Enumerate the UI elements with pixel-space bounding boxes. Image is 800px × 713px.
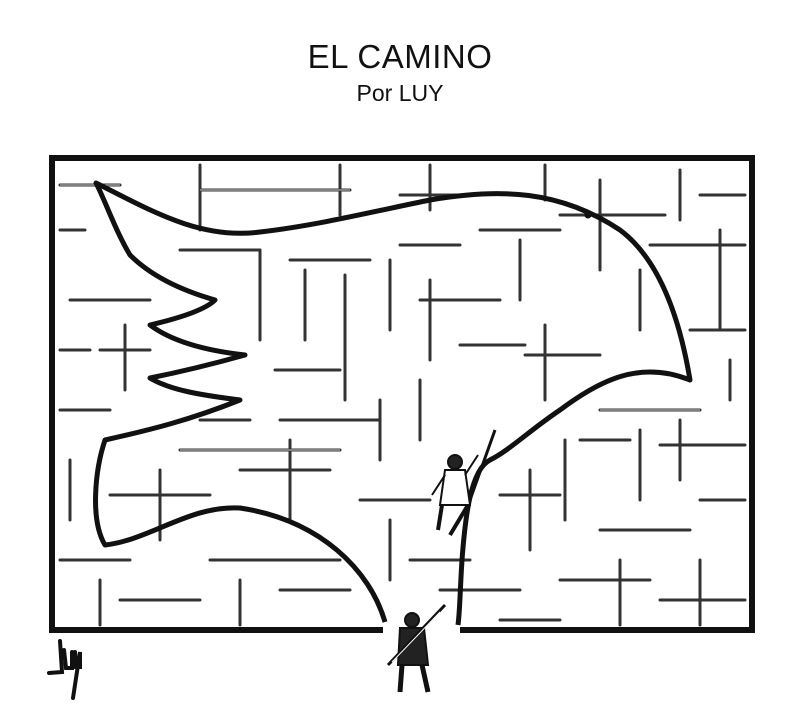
maze-frame xyxy=(49,155,755,633)
cartoon-title: EL CAMINO xyxy=(307,38,493,75)
cartoon-author: Por LUY xyxy=(356,80,444,106)
dove-outline xyxy=(93,180,693,626)
soldier-figure-inside xyxy=(431,429,497,537)
soldier-figure-entrance xyxy=(386,603,447,693)
dove-eye-icon xyxy=(584,211,592,219)
maze-walls xyxy=(58,163,747,627)
artist-signature xyxy=(47,639,82,700)
